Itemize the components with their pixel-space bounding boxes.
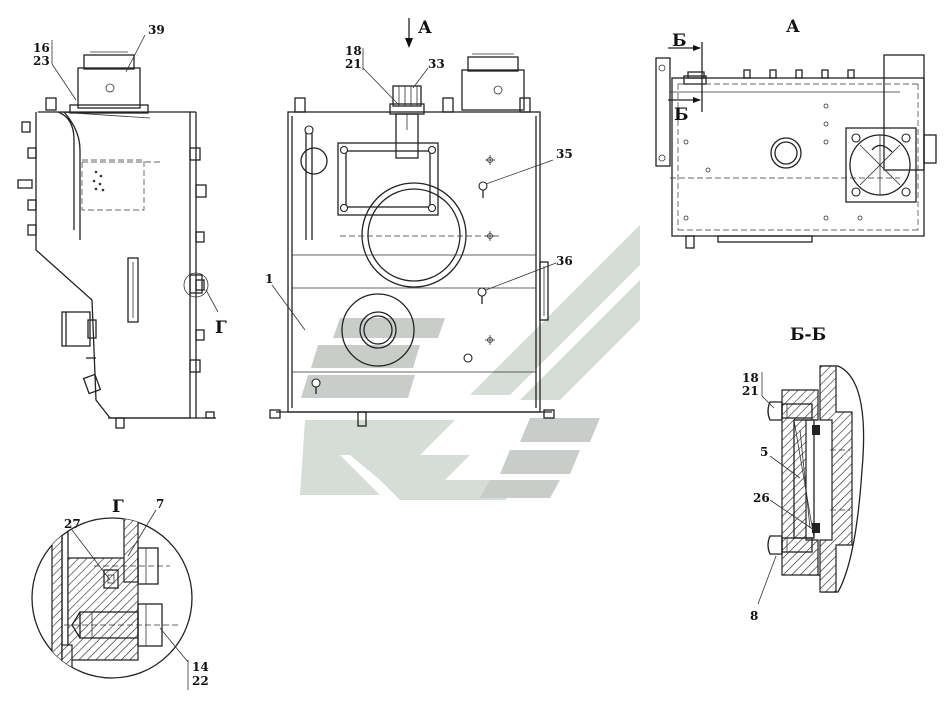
- callout-22: 22: [192, 674, 209, 688]
- callout-5: 5: [760, 445, 768, 459]
- section-mark-b-top: Б: [672, 31, 687, 51]
- callout-1: 1: [265, 272, 273, 286]
- section-mark-b-bottom: Б: [674, 105, 689, 125]
- view-title-a: А: [786, 17, 800, 37]
- callout-21-bb: 21: [742, 384, 759, 398]
- watermark-logo: [300, 225, 640, 500]
- callout-16: 16: [33, 41, 50, 55]
- callout-33: 33: [428, 57, 445, 71]
- callout-23: 23: [33, 54, 50, 68]
- callout-26: 26: [753, 491, 770, 505]
- detail-g-view: [31, 509, 193, 690]
- front-view: [269, 18, 557, 427]
- detail-title-g: Г: [112, 497, 124, 517]
- section-bb-view: [757, 365, 865, 605]
- callout-39: 39: [148, 23, 165, 37]
- callout-18-bb: 18: [742, 371, 759, 385]
- side-view: [17, 34, 219, 429]
- callout-7: 7: [156, 497, 164, 511]
- callout-27: 27: [64, 517, 81, 531]
- top-view-a: [655, 42, 937, 249]
- callout-8: 8: [750, 609, 758, 623]
- section-title-bb: Б-Б: [790, 325, 826, 345]
- view-label-g: Г: [215, 318, 227, 338]
- callout-21: 21: [345, 57, 362, 71]
- callout-35: 35: [556, 147, 573, 161]
- view-arrow-a: А: [418, 18, 432, 38]
- callout-36: 36: [556, 254, 573, 268]
- callout-14: 14: [192, 660, 209, 674]
- callout-18: 18: [345, 44, 362, 58]
